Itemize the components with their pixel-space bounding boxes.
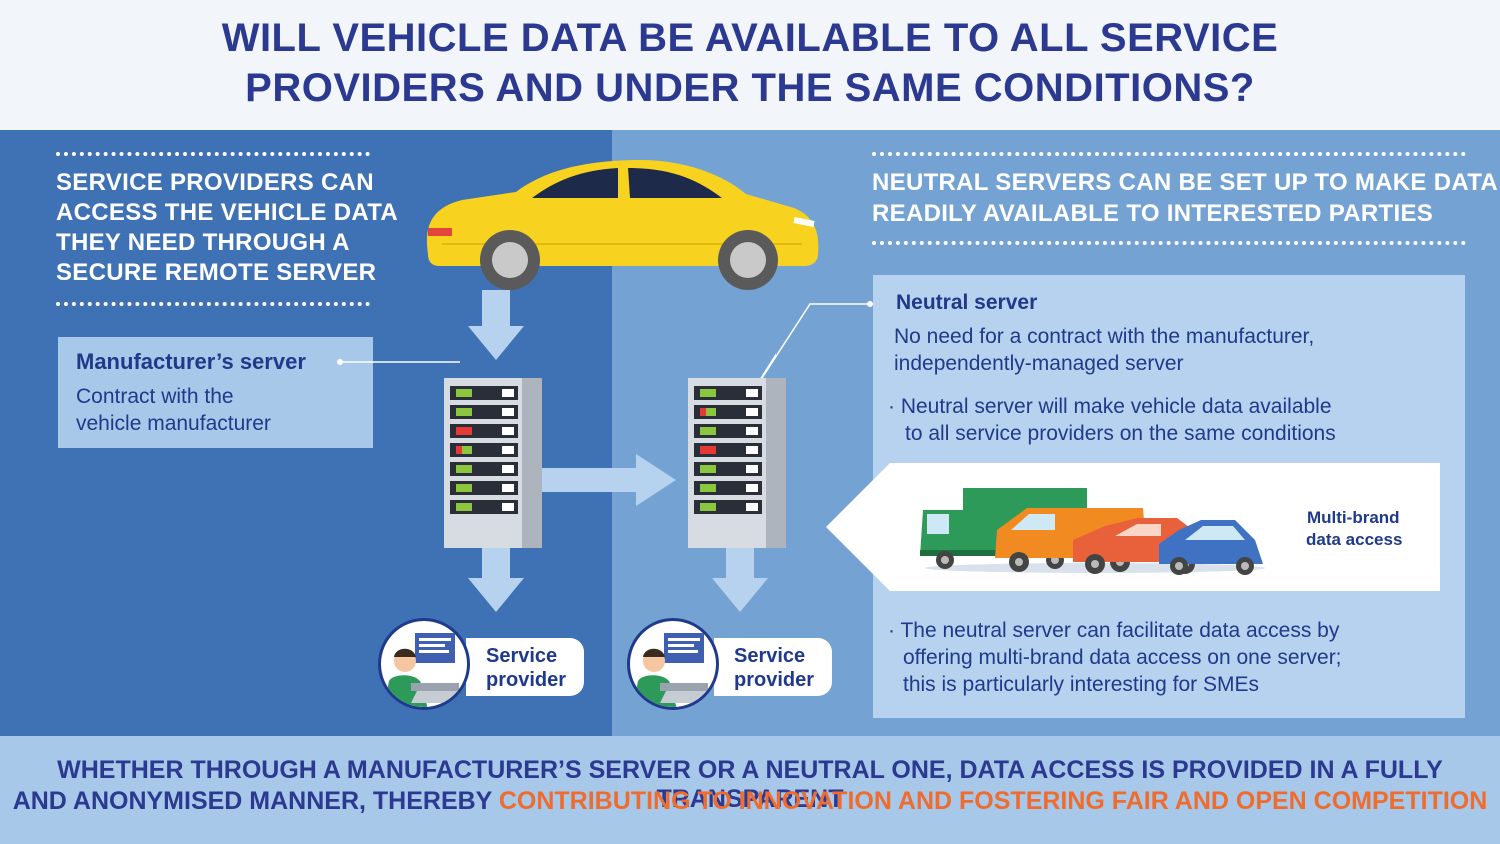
- manufacturer-box-title: Manufacturer’s server: [76, 349, 306, 374]
- left-caption-line: SECURE REMOTE SERVER: [56, 259, 377, 286]
- multibrand-label-line2: data access: [1306, 530, 1403, 549]
- manufacturer-server-box: Manufacturer’s server Contract with the …: [58, 337, 373, 448]
- service-provider-line1: Service: [486, 645, 558, 667]
- neutral-bullet1-line2: to all service providers on the same con…: [905, 422, 1336, 445]
- footer-line2: AND ANONYMISED MANNER, THEREBY CONTRIBUT…: [0, 787, 1500, 816]
- service-provider-label: Service provider: [734, 644, 814, 692]
- neutral-bullet2-line2: offering multi-brand data access on one …: [903, 646, 1342, 669]
- page-title-line2: PROVIDERS AND UNDER THE SAME CONDITIONS?: [245, 66, 1255, 110]
- vehicles-icon: [920, 488, 1265, 575]
- server-icon: [688, 378, 786, 548]
- arrow-down-icon: [468, 290, 524, 360]
- neutral-box-title: Neutral server: [896, 291, 1038, 314]
- server-icon: [444, 378, 542, 548]
- left-caption-line: ACCESS THE VEHICLE DATA: [56, 199, 399, 226]
- right-caption-line: READILY AVAILABLE TO INTERESTED PARTIES: [872, 200, 1434, 227]
- right-caption-line: NEUTRAL SERVERS CAN BE SET UP TO MAKE DA…: [872, 169, 1499, 196]
- arrow-down-icon: [468, 546, 524, 612]
- right-dotted-rule-bottom: [872, 241, 1466, 245]
- page-title-line1: WILL VEHICLE DATA BE AVAILABLE TO ALL SE…: [221, 16, 1279, 60]
- footer-line1: WHETHER THROUGH A MANUFACTURER’S SERVER …: [57, 756, 1443, 813]
- footer: WHETHER THROUGH A MANUFACTURER’S SERVER …: [0, 736, 1500, 844]
- footer-highlight: CONTRIBUTING TO INNOVATION AND FOSTERING…: [498, 787, 1488, 815]
- person-laptop-icon: [378, 618, 470, 710]
- arrow-down-icon: [712, 546, 768, 612]
- service-provider-line2: provider: [486, 669, 567, 691]
- service-provider-label: Service provider: [486, 644, 566, 692]
- left-dotted-rule-top: [56, 152, 370, 156]
- neutral-bullet1-line1: · Neutral server will make vehicle data …: [888, 395, 1332, 418]
- manufacturer-box-line2: vehicle manufacturer: [76, 412, 271, 435]
- neutral-bullet2-line3: this is particularly interesting for SME…: [903, 673, 1259, 696]
- arrow-right-icon: [540, 454, 676, 506]
- header: WILL VEHICLE DATA BE AVAILABLE TO ALL SE…: [0, 0, 1500, 130]
- service-provider-line1: Service: [734, 645, 806, 667]
- neutral-box-line1: No need for a contract with the manufact…: [894, 325, 1315, 348]
- neutral-bullet2-line1: · The neutral server can facilitate data…: [888, 619, 1340, 642]
- neutral-box-line2: independently-managed server: [894, 352, 1184, 375]
- left-dotted-rule-bottom: [56, 302, 370, 306]
- multibrand-label-line1: Multi-brand: [1307, 508, 1400, 527]
- neutral-connector: [761, 301, 873, 379]
- service-provider-line2: provider: [734, 669, 815, 691]
- manufacturer-box-line1: Contract with the: [76, 385, 234, 408]
- right-dotted-rule-top: [872, 152, 1466, 156]
- left-caption-line: THEY NEED THROUGH A: [56, 229, 350, 256]
- person-laptop-icon: [627, 618, 719, 710]
- connector-lines: [337, 353, 776, 380]
- left-caption-line: SERVICE PROVIDERS CAN: [56, 169, 374, 196]
- footer-line2-prefix: AND ANONYMISED MANNER, THEREBY: [12, 787, 499, 815]
- service-provider-pill: Service provider: [714, 638, 832, 696]
- service-provider-pill: Service provider: [466, 638, 584, 696]
- car-icon: [426, 160, 819, 290]
